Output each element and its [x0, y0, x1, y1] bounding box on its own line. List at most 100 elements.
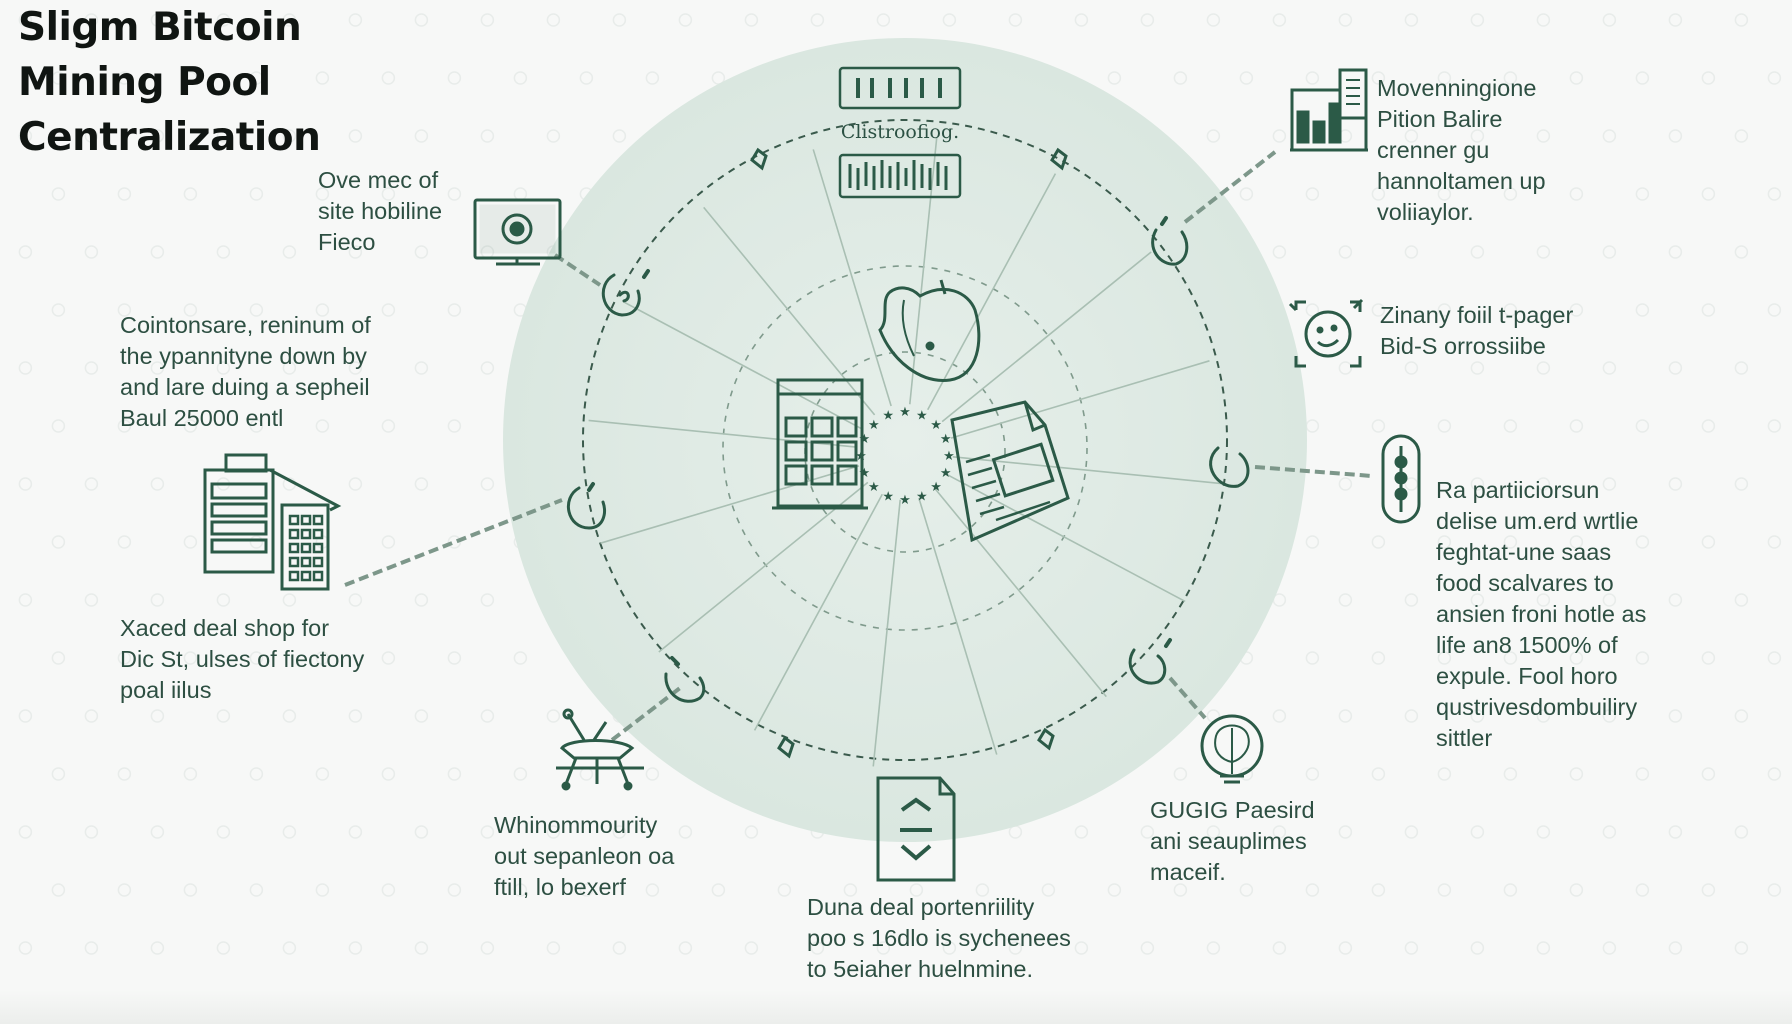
label-left-lower: Xaced deal shop for Dic St, ulses of fie…	[120, 613, 364, 706]
background-dot	[1536, 825, 1551, 839]
background-dot	[1503, 419, 1518, 433]
background-dot	[612, 825, 627, 839]
background-dot	[315, 303, 330, 317]
background-dot	[315, 419, 330, 433]
background-dot	[744, 941, 759, 955]
background-dot	[1305, 883, 1320, 897]
background-dot	[1602, 477, 1617, 491]
background-dot	[381, 71, 396, 85]
label-right-lower: Ra partiiciorsun delise um.erd wrtlie fe…	[1436, 475, 1646, 754]
background-dot	[1701, 535, 1716, 549]
background-dot	[150, 593, 165, 607]
background-dot	[1536, 709, 1551, 723]
document-arrows-icon	[876, 776, 956, 882]
background-dot	[447, 71, 462, 85]
background-dot	[1404, 825, 1419, 839]
background-dot	[1041, 883, 1056, 897]
background-dot	[546, 129, 561, 143]
background-dot	[282, 825, 297, 839]
background-dot	[1668, 245, 1683, 259]
background-dot	[1206, 941, 1221, 955]
background-dot	[447, 767, 462, 781]
background-dot	[216, 593, 231, 607]
star-mark: ★	[859, 466, 871, 481]
small-node-icon	[1037, 727, 1055, 751]
background-dot	[447, 883, 462, 897]
background-dot	[1569, 419, 1584, 433]
background-dot	[1272, 709, 1287, 723]
background-dot	[1701, 419, 1716, 433]
background-dot	[1371, 883, 1386, 897]
label-line: voliiaylor.	[1377, 199, 1474, 225]
background-dot	[1503, 767, 1518, 781]
background-dot	[51, 187, 66, 201]
face-frame-icon	[1288, 298, 1364, 368]
background-dot	[1470, 825, 1485, 839]
label-line: qustrivesdombuiliry	[1436, 694, 1638, 720]
background-dot	[1569, 651, 1584, 665]
background-dot	[51, 419, 66, 433]
background-dot	[282, 709, 297, 723]
background-dot	[447, 419, 462, 433]
drone-icon	[556, 708, 644, 791]
background-dot	[1734, 13, 1749, 27]
background-dot	[1602, 13, 1617, 27]
spoke-line	[934, 488, 1107, 698]
background-dot	[513, 767, 528, 781]
background-dot	[1008, 13, 1023, 27]
label-line: Dic St, ulses of fiectony	[120, 646, 365, 672]
background-dot	[1206, 825, 1221, 839]
background-dot	[1239, 187, 1254, 201]
label-line: the ypannityne down by	[120, 343, 367, 369]
label-line: life an8 1500% of	[1436, 632, 1618, 658]
background-dot	[1338, 477, 1353, 491]
spokes	[588, 137, 1222, 767]
background-dot	[1767, 303, 1782, 317]
label-bottom-right: GUGIG Paesird ani seauplimes maceif.	[1150, 795, 1315, 888]
background-dot	[1206, 129, 1221, 143]
background-dot	[1734, 941, 1749, 955]
background-dot	[282, 129, 297, 143]
background-dot	[183, 303, 198, 317]
background-dot	[1272, 825, 1287, 839]
background-dot	[480, 13, 495, 27]
background-dot	[1338, 941, 1353, 955]
label-line: Fieco	[318, 229, 376, 255]
background-dot	[645, 767, 660, 781]
background-dot	[810, 941, 825, 955]
background-dot	[1437, 187, 1452, 201]
background-dot	[84, 13, 99, 27]
spoke-line	[753, 493, 883, 731]
background-dot	[282, 941, 297, 955]
background-dot	[18, 477, 33, 491]
background-dot	[1668, 129, 1683, 143]
background-dot	[84, 593, 99, 607]
connector-top-left	[553, 253, 602, 287]
background-dot	[1470, 477, 1485, 491]
background-dot	[1635, 71, 1650, 85]
background-dot	[480, 825, 495, 839]
background-dot	[216, 941, 231, 955]
background-dot	[1602, 245, 1617, 259]
background-dot	[1701, 767, 1716, 781]
background-dot	[348, 129, 363, 143]
background-dot	[51, 883, 66, 897]
spoke-line	[812, 149, 892, 407]
background-dot	[1503, 71, 1518, 85]
background-dot	[1371, 187, 1386, 201]
background-dot	[1338, 709, 1353, 723]
background-dot	[84, 825, 99, 839]
background-dot	[1734, 477, 1749, 491]
star-mark: ★	[899, 405, 911, 420]
label-line: food scalvares to	[1436, 570, 1614, 596]
background-dot	[18, 245, 33, 259]
background-dot	[1074, 13, 1089, 27]
spoke-line	[600, 465, 860, 544]
background-dot	[480, 593, 495, 607]
background-dot	[1140, 941, 1155, 955]
background-dot	[414, 361, 429, 375]
background-dot	[909, 883, 924, 897]
background-dot	[1107, 883, 1122, 897]
background-dot	[1437, 71, 1452, 85]
